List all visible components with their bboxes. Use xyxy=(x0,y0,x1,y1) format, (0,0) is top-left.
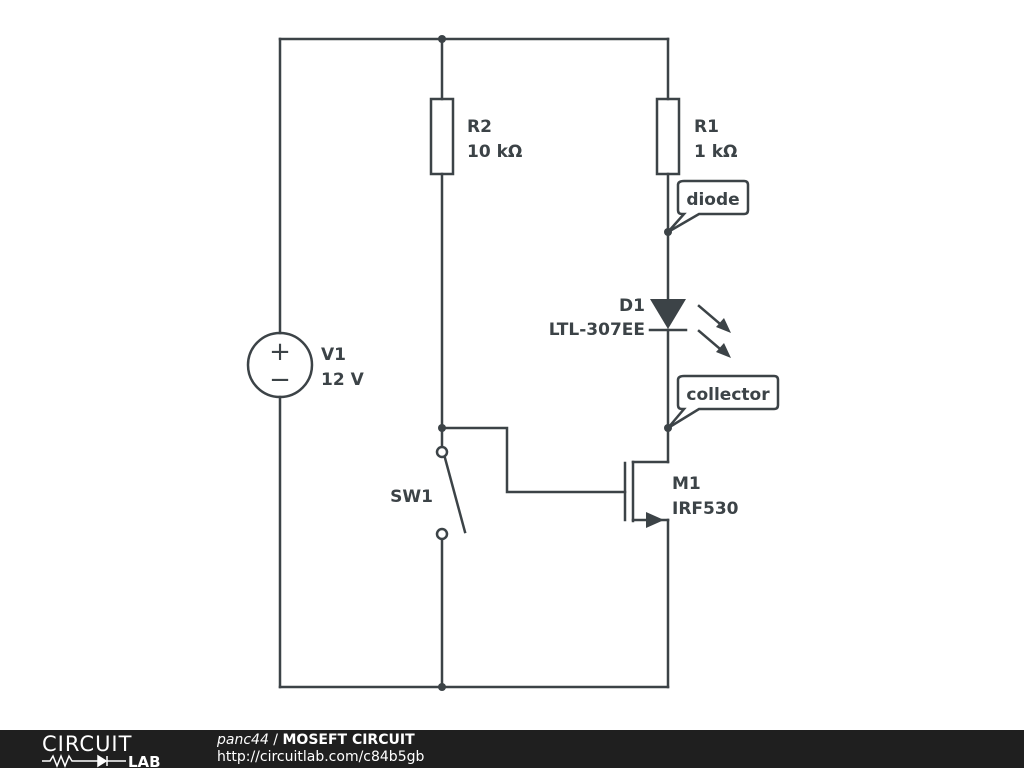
author-link[interactable]: panc44 xyxy=(217,732,269,748)
net-label-collector-tag xyxy=(667,374,780,430)
footer-bar: CIRCUIT LAB panc44 / MOSEFT CIRCUIT http… xyxy=(0,730,1024,768)
wires xyxy=(278,37,670,689)
junction-dot xyxy=(664,228,672,236)
resistor-diode-icon xyxy=(42,753,126,768)
switch-sw1: SW1 xyxy=(390,445,467,541)
sw1-ref-label: SW1 xyxy=(390,487,433,507)
d1-value-label: LTL-307EE xyxy=(549,320,645,340)
footer-text: panc44 / MOSEFT CIRCUIT http://circuitla… xyxy=(217,732,424,766)
logo-circuit-text: CIRCUIT xyxy=(42,732,132,756)
net-label-collector-text: collector xyxy=(686,385,770,405)
junction-dot xyxy=(438,424,446,432)
v1-plus-sign: + xyxy=(269,337,291,367)
d1-ref-label: D1 xyxy=(619,296,645,316)
circuit-url-link[interactable]: http://circuitlab.com/c84b5gb xyxy=(217,749,425,765)
wire-gate xyxy=(440,426,627,494)
net-label-diode-text: diode xyxy=(686,190,739,210)
switch-lever xyxy=(443,456,467,534)
circuitlab-logo: CIRCUIT LAB xyxy=(42,732,161,768)
resistor-r1-body xyxy=(655,97,681,176)
v1-minus-sign: − xyxy=(269,365,291,395)
mosfet-m1: M1 IRF530 xyxy=(623,460,739,528)
voltage-source-symbol xyxy=(246,331,314,399)
footer-title-line: panc44 / MOSEFT CIRCUIT xyxy=(217,732,424,749)
m1-ref-label: M1 xyxy=(672,474,701,494)
logo-lab-text: LAB xyxy=(128,753,161,768)
title-separator: / xyxy=(268,732,283,748)
switch-contact-bottom xyxy=(435,527,449,541)
resistor-r1: R1 1 kΩ xyxy=(655,97,738,176)
r1-ref-label: R1 xyxy=(694,117,719,137)
switch-contact-top xyxy=(435,445,449,459)
r2-ref-label: R2 xyxy=(467,117,492,137)
led-triangle xyxy=(650,299,686,329)
circuit-schematic: + − V1 12 V R2 10 kΩ R1 1 kΩ D1 LTL-307E… xyxy=(246,35,780,691)
circuit-title: MOSEFT CIRCUIT xyxy=(282,732,415,748)
net-label-diode: diode xyxy=(667,179,750,234)
junction-dot xyxy=(438,683,446,691)
junction-dots xyxy=(438,35,672,691)
junction-dot xyxy=(438,35,446,43)
v1-ref-label: V1 xyxy=(321,345,346,365)
r2-value-label: 10 kΩ xyxy=(467,142,522,162)
junction-dot xyxy=(664,424,672,432)
led-light-arrows-icon xyxy=(697,304,731,358)
v1-value-label: 12 V xyxy=(321,370,365,390)
net-label-collector: collector xyxy=(667,374,780,430)
voltage-source-v1: + − V1 12 V xyxy=(246,331,365,399)
led-d1: D1 LTL-307EE xyxy=(549,296,731,358)
resistor-r2-body xyxy=(429,97,455,176)
resistor-r2: R2 10 kΩ xyxy=(429,97,522,176)
m1-value-label: IRF530 xyxy=(672,499,739,519)
mosfet-arrow-icon xyxy=(646,512,664,528)
r1-value-label: 1 kΩ xyxy=(694,142,738,162)
net-label-diode-tag xyxy=(667,179,750,234)
